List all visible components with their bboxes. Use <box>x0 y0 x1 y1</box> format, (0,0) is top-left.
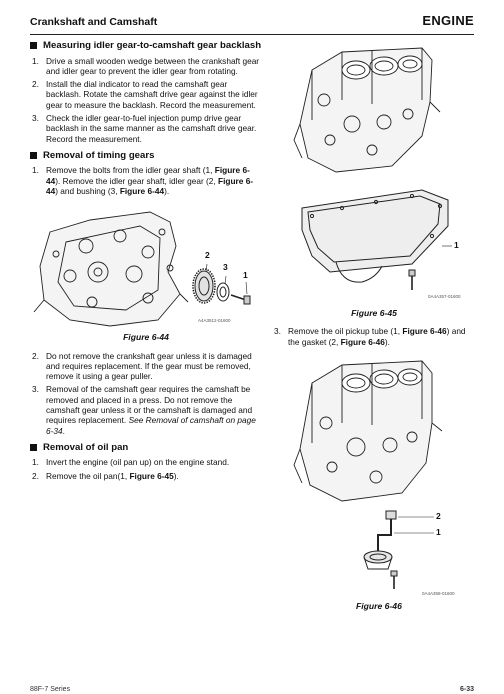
callout-1: 1 <box>243 270 248 281</box>
oil-pickup-tube-drawing <box>293 360 443 589</box>
timing-gears-drawing <box>33 211 251 327</box>
figure-6-45-illustration: 1 0A4A357-01600 <box>272 40 476 302</box>
figure-caption: Figure 6-45 <box>351 308 397 318</box>
section-heading-oil-pan: Removal of oil pan <box>30 442 262 454</box>
figure-id: A4A3512-01600 <box>198 318 231 324</box>
header-rule <box>30 34 474 35</box>
list-item: 2.Do not remove the crankshaft gear unle… <box>32 350 252 382</box>
footer-series: 88F-7 Series <box>30 686 71 693</box>
list-item: 1.Remove the bolts from the idler gear s… <box>32 165 254 196</box>
oil-pickup-steps: 3.Remove the oil pickup tube (1, Figure … <box>272 326 476 347</box>
callout-2: 2 <box>205 250 210 261</box>
list-item: 1.Invert the engine (oil pan up) on the … <box>32 457 230 468</box>
list-item: 3.Remove the oil pickup tube (1, Figure … <box>274 326 466 347</box>
timing-gear-steps: 1.Remove the bolts from the idler gear s… <box>30 165 262 196</box>
callout-2: 2 <box>436 510 441 521</box>
callout-3: 3 <box>223 262 228 273</box>
bullet-square-icon <box>30 151 37 159</box>
list-item: 2.Install the dial indicator to read the… <box>32 79 258 110</box>
backlash-steps: 1.Drive a small wooden wedge between the… <box>30 56 262 144</box>
section-title: Crankshaft and Camshaft <box>30 16 158 28</box>
figure-caption: Figure 6-46 <box>356 600 402 611</box>
bullet-square-icon <box>30 42 37 49</box>
gear-removal-steps: 2.Do not remove the crankshaft gear unle… <box>30 351 262 436</box>
right-column: 1 0A4A357-01600 Figure 6-45 3.Remove the… <box>272 40 476 611</box>
left-column: Measuring idler gear-to-camshaft gear ba… <box>30 40 262 487</box>
list-item: 3.Check the idler gear-to-fuel injection… <box>32 112 257 144</box>
list-item: 3.Removal of the camshaft gear requires … <box>32 384 256 436</box>
list-item: 1.Drive a small wooden wedge between the… <box>32 55 260 76</box>
callout-1: 1 <box>454 240 459 250</box>
section-heading-backlash: Measuring idler gear-to-camshaft gear ba… <box>30 40 262 52</box>
figure-6-44-illustration: 2 3 1 A4A3512-01600 <box>30 202 262 330</box>
figure-caption: Figure 6-44 <box>123 332 169 343</box>
page-header: Crankshaft and Camshaft ENGINE <box>30 12 474 32</box>
figure-6-46-illustration: 2 1 0A4A358-01600 <box>272 353 476 601</box>
engine-oil-pan-drawing <box>293 47 452 290</box>
bullet-square-icon <box>30 443 37 451</box>
list-item: 2.Remove the oil pan(1, Figure 6-45). <box>32 470 179 481</box>
footer-page-number: 6-33 <box>459 686 474 693</box>
callout-1: 1 <box>436 526 441 537</box>
chapter-title: ENGINE <box>422 13 474 28</box>
section-heading-timing-gears: Removal of timing gears <box>30 150 262 162</box>
oil-pan-steps: 1.Invert the engine (oil pan up) on the … <box>30 457 262 481</box>
figure-id: 0A4A357-01600 <box>428 294 461 299</box>
figure-id: 0A4A358-01600 <box>422 590 455 596</box>
